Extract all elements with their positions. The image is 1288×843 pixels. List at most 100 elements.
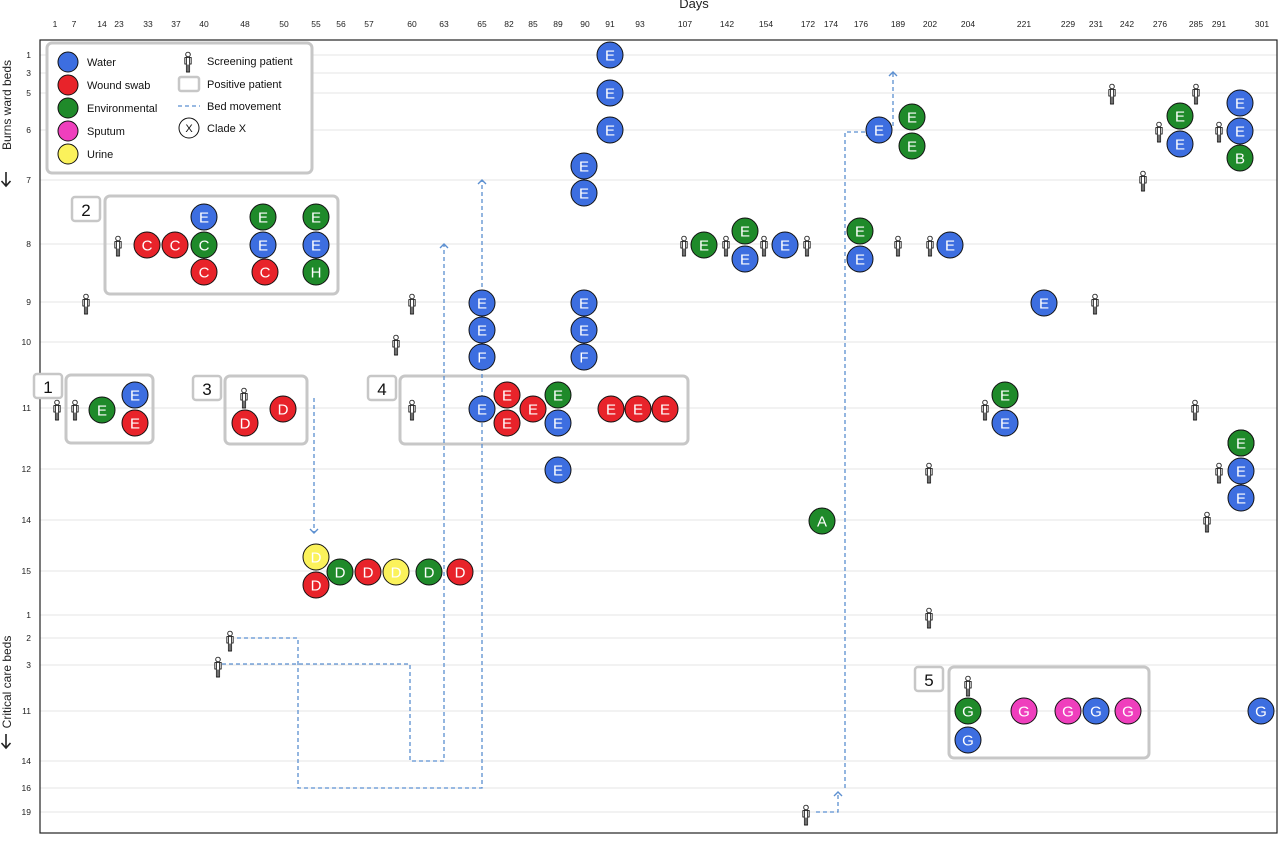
clade-label: E (579, 186, 589, 203)
bed-movement-path (222, 243, 449, 762)
sample-circle (468, 316, 496, 344)
sample-water: E (1226, 117, 1254, 145)
clade-label: C (142, 238, 153, 255)
day-tick-label: 174 (824, 19, 838, 29)
sample-water: E (468, 289, 496, 317)
clade-label: E (605, 48, 615, 65)
cluster-number: 4 (377, 380, 386, 399)
sample-circle (597, 395, 625, 423)
legend-label-water: Water (87, 57, 116, 69)
clade-label: E (1236, 436, 1246, 453)
sample-circle (570, 152, 598, 180)
clade-label: E (477, 296, 487, 313)
bed-tick-label: 9 (26, 297, 31, 307)
sample-circle (121, 381, 149, 409)
sample-water: F (468, 343, 496, 371)
sample-circle (251, 258, 279, 286)
legend-label-wound: Wound swab (87, 80, 150, 92)
day-tick-label: 301 (1255, 19, 1269, 29)
screening-patient-icon (894, 235, 902, 257)
sample-water: E (1030, 289, 1058, 317)
sample-circle (596, 116, 624, 144)
sample-water: F (570, 343, 598, 371)
bed-movements (222, 71, 898, 813)
sample-water: E (846, 245, 874, 273)
sample-water: E (121, 381, 149, 409)
sample-water: E (570, 316, 598, 344)
day-tick-label: 85 (528, 19, 538, 29)
screening-patient-icon (114, 235, 122, 257)
clade-label: E (258, 210, 268, 227)
clade-label: E (311, 210, 321, 227)
sample-env: E (544, 381, 572, 409)
positive-patient-box (947, 665, 1151, 760)
sample-water: E (596, 41, 624, 69)
clade-label: E (1039, 296, 1049, 313)
clade-label: D (311, 578, 322, 595)
day-tick-label: 172 (801, 19, 815, 29)
clade-label: E (740, 252, 750, 269)
screening-patient-icon (1192, 83, 1200, 105)
screening-patient-icon (722, 235, 730, 257)
positive-patient-icon (177, 75, 201, 93)
sample-env: E (690, 231, 718, 259)
down-arrow-icon (0, 172, 12, 188)
sample-water: E (570, 152, 598, 180)
sample-sputum: G (1010, 697, 1038, 725)
sample-circle (302, 203, 330, 231)
legend-label-bed_movement: Bed movement (207, 101, 281, 113)
clade-label: E (579, 296, 589, 313)
sample-circle (302, 258, 330, 286)
sample-circle (1166, 102, 1194, 130)
sample-water: G (1247, 697, 1275, 725)
sample-circle (1054, 697, 1082, 725)
day-tick-label: 107 (678, 19, 692, 29)
positive-patient-box (64, 373, 155, 445)
day-tick-label: 189 (891, 19, 905, 29)
sample-circle (544, 381, 572, 409)
critical-care-label: Critical care beds (0, 636, 14, 729)
clade-label: D (455, 565, 466, 582)
clade-label: E (633, 402, 643, 419)
sample-wound: E (624, 395, 652, 423)
sample-circle (898, 103, 926, 131)
sample-circle (88, 396, 116, 424)
sample-circle (544, 409, 572, 437)
sample-circle (1226, 117, 1254, 145)
sample-circle (249, 203, 277, 231)
sample-wound: E (519, 395, 547, 423)
day-tick-label: 154 (759, 19, 773, 29)
screening-patient-icon (1139, 170, 1147, 192)
day-tick-label: 242 (1120, 19, 1134, 29)
clade-label: E (553, 416, 563, 433)
sample-water: E (1226, 89, 1254, 117)
sample-circle (865, 116, 893, 144)
clade-label: E (605, 86, 615, 103)
sample-water: E (1166, 130, 1194, 158)
legend-swatch-sputum (57, 120, 79, 142)
day-tick-label: 40 (199, 19, 209, 29)
clade-label: E (502, 388, 512, 405)
day-tick-label: 202 (923, 19, 937, 29)
clade-label: E (579, 323, 589, 340)
day-tick-label: 89 (553, 19, 563, 29)
clade-label: E (780, 238, 790, 255)
sample-circle (302, 543, 330, 571)
screening-patient-icon (1108, 83, 1116, 105)
sample-circle (596, 79, 624, 107)
bed-tick-label: 5 (26, 88, 31, 98)
sample-water: E (249, 231, 277, 259)
positive-patient-box (223, 374, 309, 446)
bed-tick-label: 1 (26, 610, 31, 620)
day-tick-label: 142 (720, 19, 734, 29)
sample-circle (326, 558, 354, 586)
sample-circle (1166, 130, 1194, 158)
screening-patient-icon (760, 235, 768, 257)
clade-label: C (170, 238, 181, 255)
sample-circle (190, 231, 218, 259)
clade-label: D (391, 565, 402, 582)
day-tick-label: 91 (605, 19, 615, 29)
day-tick-label: 229 (1061, 19, 1075, 29)
clade-label: C (199, 265, 210, 282)
